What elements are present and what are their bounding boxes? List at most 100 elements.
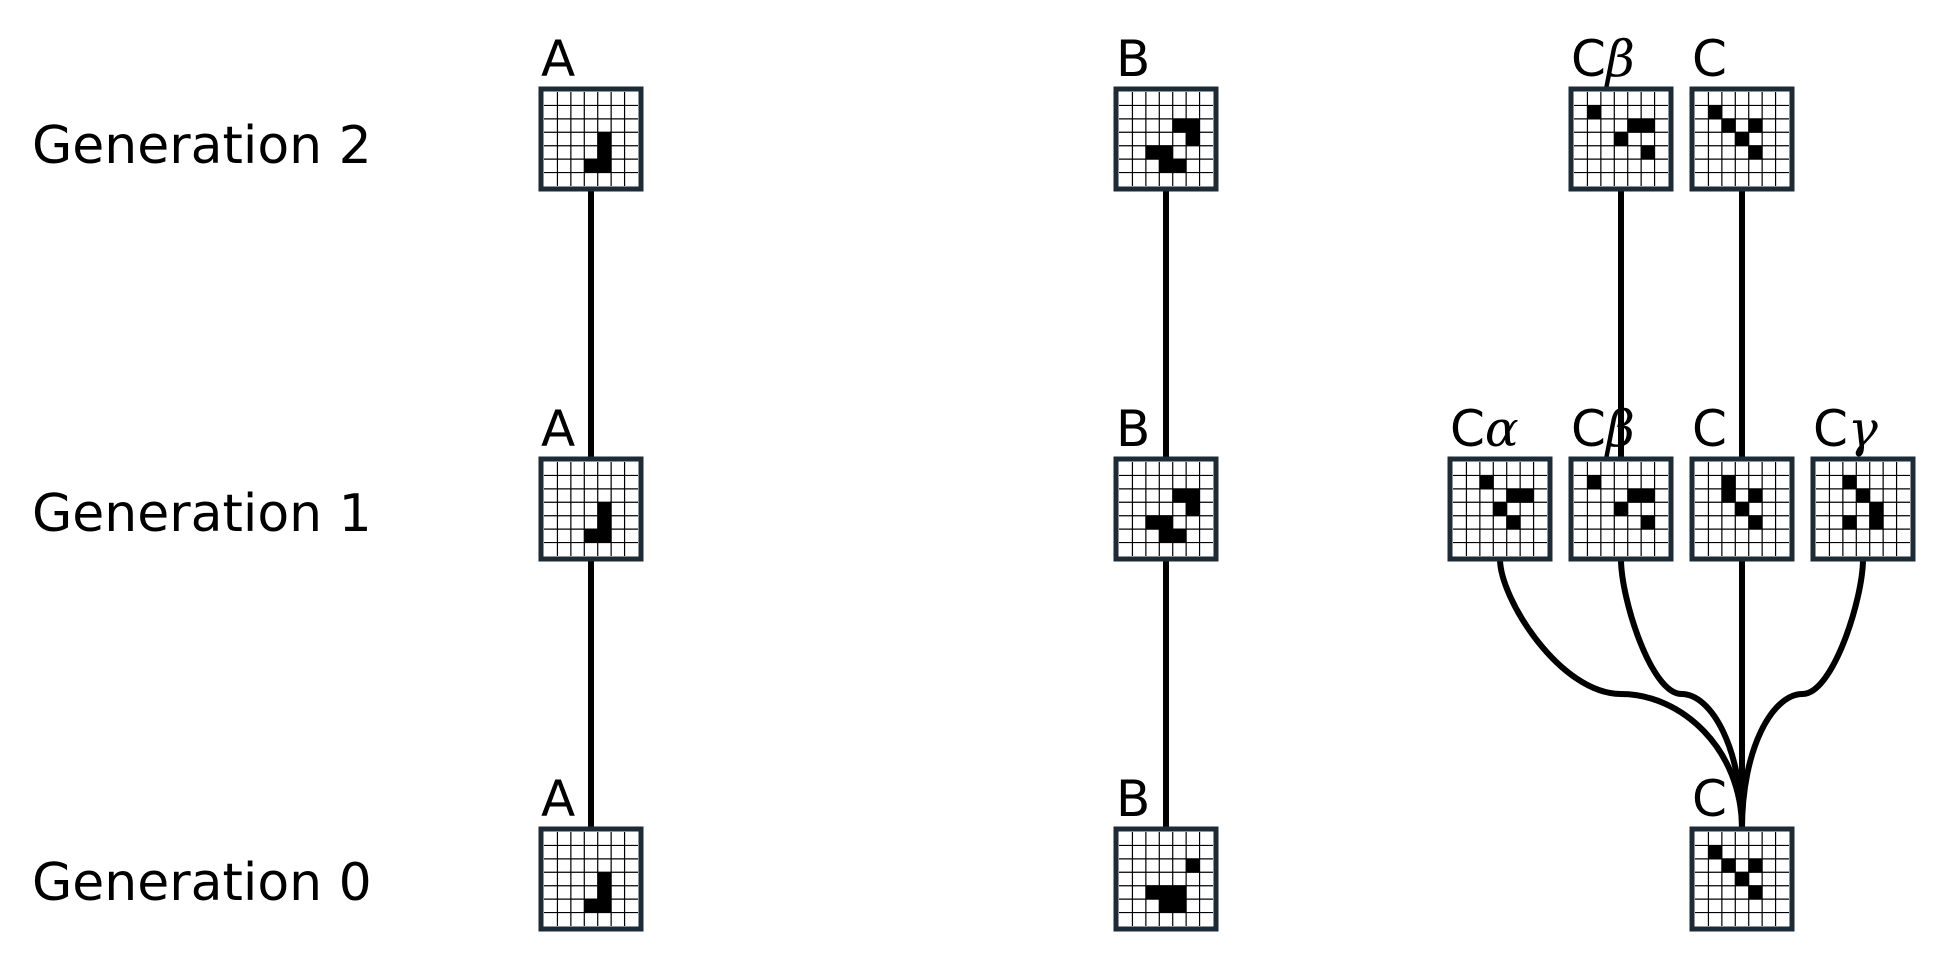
filled-cell [1748, 488, 1763, 503]
filled-cell [1159, 529, 1173, 543]
grid-lines [1119, 92, 1213, 186]
filled-cell [1172, 885, 1187, 900]
node-label-c0: C [1692, 770, 1727, 828]
grid-lines [1816, 462, 1910, 556]
filled-cell [1748, 118, 1763, 133]
filled-cell [1159, 899, 1173, 913]
grid-frame [538, 456, 644, 562]
filled-cell [1721, 858, 1736, 873]
node-label-cbeta1: Cβ [1571, 400, 1635, 458]
grid-frame [1810, 456, 1916, 562]
filled-cell [1708, 845, 1722, 859]
node-label-b0: B [1116, 770, 1150, 828]
filled-cell [1145, 885, 1160, 900]
node-label-c1: C [1692, 400, 1727, 458]
node-name: C [1571, 30, 1606, 88]
filled-cell [1748, 145, 1763, 160]
node-label-a2: A [541, 30, 575, 88]
filled-cell [1842, 475, 1857, 489]
grid-lines [1453, 462, 1547, 556]
generation-1-label: Generation 1 [32, 484, 372, 544]
filled-cell [597, 502, 612, 516]
node-c1: C [1689, 400, 1795, 562]
grid-frame [538, 86, 644, 192]
filled-cell [1721, 118, 1736, 133]
filled-cell [1506, 488, 1521, 503]
generation-0-label: Generation 0 [32, 853, 372, 913]
filled-cell [597, 145, 612, 160]
filled-cell [1186, 132, 1200, 146]
filled-cell [1627, 118, 1642, 133]
filled-cell [1145, 145, 1160, 160]
node-label-calpha1: Cα [1450, 400, 1519, 458]
filled-cell [1186, 118, 1200, 133]
grid-lines [544, 462, 638, 556]
node-variant: β [1604, 400, 1635, 458]
filled-cell [1641, 118, 1655, 133]
filled-cell [1641, 515, 1655, 530]
edges-layer [588, 189, 1866, 830]
filled-cell [1186, 858, 1200, 873]
grid-frame [1113, 456, 1219, 562]
filled-cell [597, 132, 612, 146]
filled-cell [1587, 475, 1601, 489]
filled-cell [1869, 515, 1884, 530]
node-name: C [1692, 400, 1727, 458]
filled-cell [1479, 475, 1494, 489]
filled-cell [1172, 899, 1187, 913]
filled-cell [1735, 872, 1749, 886]
filled-cell [597, 529, 612, 543]
filled-cell [1520, 488, 1534, 503]
filled-cell [1614, 502, 1628, 516]
node-variant: β [1604, 30, 1635, 88]
grid-lines [544, 832, 638, 926]
filled-cell [1172, 488, 1187, 503]
node-name: A [541, 770, 575, 828]
node-name: C [1692, 770, 1727, 828]
node-c2: C [1689, 30, 1795, 192]
node-a2: A [538, 30, 644, 192]
node-name: C [1813, 400, 1848, 458]
node-name: B [1116, 30, 1150, 88]
filled-cell [1735, 502, 1749, 516]
filled-cell [1627, 488, 1642, 503]
grid-lines [1119, 832, 1213, 926]
generation-2-label: Generation 2 [32, 116, 372, 176]
filled-cell [1748, 858, 1763, 873]
node-a0: A [538, 770, 644, 932]
filled-cell [597, 872, 612, 886]
node-label-cgamma1: Cγ [1813, 400, 1878, 458]
filled-cell [1721, 488, 1736, 503]
filled-cell [597, 899, 612, 913]
grid-lines [1574, 92, 1668, 186]
filled-cell [1159, 885, 1173, 900]
node-variant: γ [1848, 400, 1878, 458]
filled-cell [1506, 515, 1521, 530]
grid-frame [1113, 86, 1219, 192]
node-label-cbeta2: Cβ [1571, 30, 1635, 88]
filled-cell [1641, 145, 1655, 160]
filled-cell [1856, 488, 1870, 503]
filled-cell [1869, 502, 1884, 516]
node-cgamma1: Cγ [1810, 400, 1916, 562]
edge-c0-to-cgamma1 [1739, 558, 1866, 830]
grid-lines [1119, 462, 1213, 556]
node-label-a1: A [541, 400, 575, 458]
node-a1: A [538, 400, 644, 562]
node-b1: B [1113, 400, 1219, 562]
node-name: C [1692, 30, 1727, 88]
filled-cell [1159, 159, 1173, 173]
node-label-b2: B [1116, 30, 1150, 88]
grid-lines [1695, 92, 1789, 186]
filled-cell [1614, 132, 1628, 146]
grid-lines [1695, 462, 1789, 556]
node-calpha1: Cα [1447, 400, 1553, 562]
node-name: C [1571, 400, 1606, 458]
node-b2: B [1113, 30, 1219, 192]
filled-cell [584, 899, 598, 913]
grid-frame [538, 826, 644, 932]
filled-cell [597, 515, 612, 530]
filled-cell [1159, 145, 1173, 160]
